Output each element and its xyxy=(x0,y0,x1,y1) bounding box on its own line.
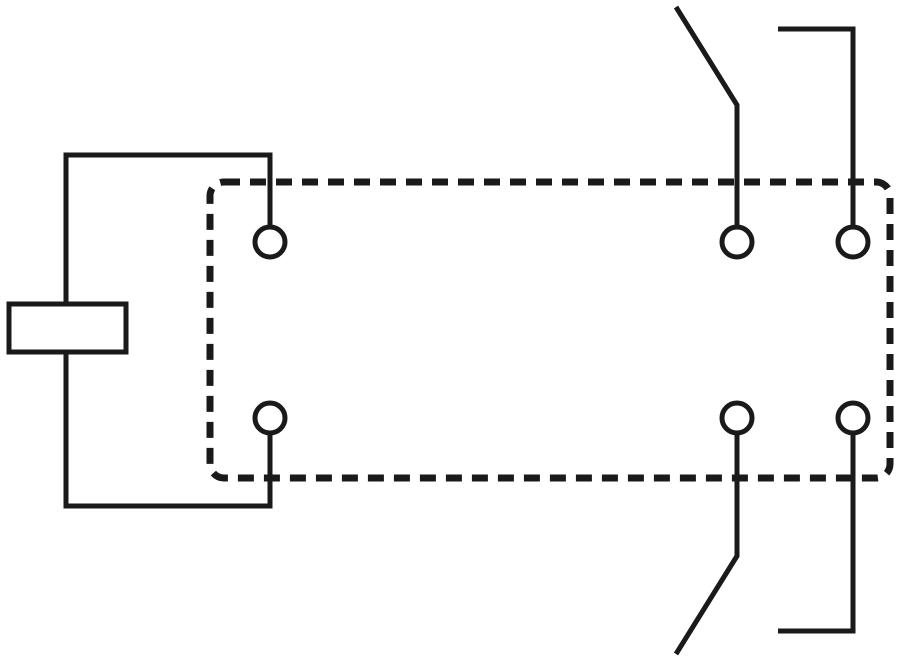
lower-common-terminal xyxy=(719,400,755,436)
lower-contact-terminal xyxy=(835,400,871,436)
upper-contact-terminal xyxy=(835,224,871,260)
coil-wire-top xyxy=(63,152,273,304)
lower-switch-arm xyxy=(673,434,740,656)
relay-coil xyxy=(6,301,129,355)
upper-common-terminal xyxy=(719,224,755,260)
coil-wire-bottom xyxy=(63,352,273,509)
lower-contact-lead xyxy=(778,434,856,634)
upper-switch-arm xyxy=(673,5,740,226)
upper-contact-lead xyxy=(778,26,856,226)
coil-terminal-top xyxy=(252,224,288,260)
relay-package-outline xyxy=(206,178,894,482)
coil-terminal-bottom xyxy=(252,400,288,436)
